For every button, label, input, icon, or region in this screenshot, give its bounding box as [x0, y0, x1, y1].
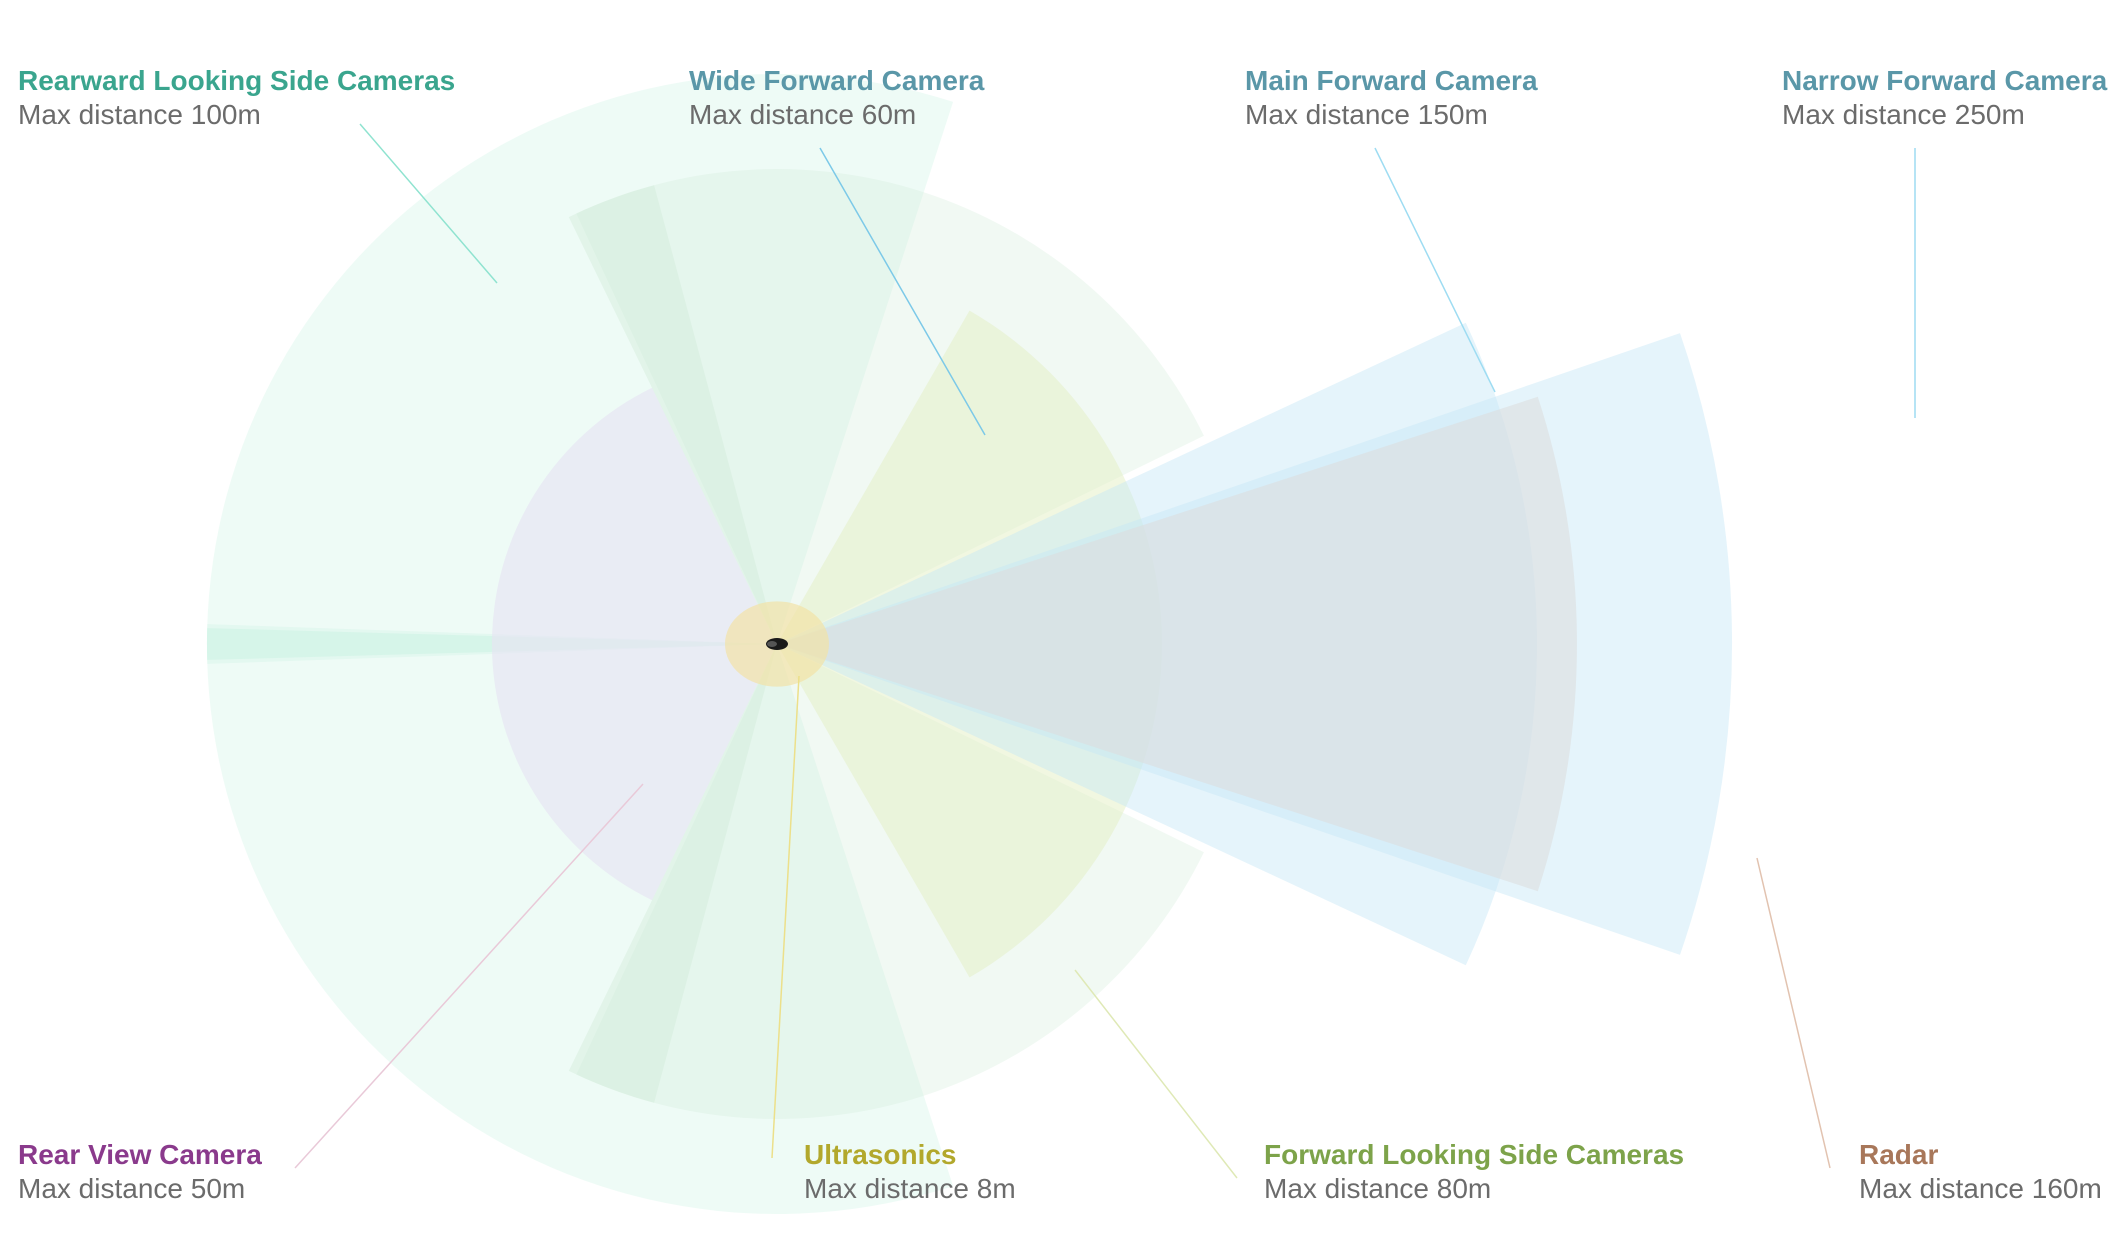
label-main-forward-camera: Main Forward Camera Max distance 150m [1245, 64, 1538, 132]
car-icon [766, 638, 788, 650]
forward-side-overlap-upper [568, 185, 777, 644]
label-narrow-forward-camera: Narrow Forward Camera Max distance 250m [1782, 64, 2107, 132]
label-rearward-side-cameras: Rearward Looking Side Cameras Max distan… [18, 64, 455, 132]
wide-forward-camera-title: Wide Forward Camera [689, 65, 985, 96]
radar-distance: Max distance 160m [1859, 1173, 2102, 1204]
rearward-side-leader [359, 123, 498, 284]
main-forward-camera-title: Main Forward Camera [1245, 65, 1538, 96]
rear-view-camera-zone [491, 387, 777, 901]
wide-forward-camera-distance: Max distance 60m [689, 99, 917, 130]
rearward-side-camera-zone-upper [206, 73, 954, 664]
rear-view-camera-distance: Max distance 50m [18, 1173, 246, 1204]
rear-view-camera-title: Rear View Camera [18, 1139, 262, 1170]
label-ultrasonics: Ultrasonics Max distance 8m [804, 1138, 1016, 1206]
rearward-side-cameras-title: Rearward Looking Side Cameras [18, 65, 456, 96]
ultrasonics-title: Ultrasonics [804, 1139, 957, 1170]
forward-side-camera-zone-upper [576, 169, 1204, 644]
radar-title: Radar [1859, 1139, 1939, 1170]
rearward-side-camera-zone-lower [206, 624, 954, 1215]
forward-side-cameras-title: Forward Looking Side Cameras [1264, 1139, 1685, 1170]
car-roof [767, 641, 777, 647]
rear-view-leader [294, 783, 644, 1169]
radar-leader [1756, 857, 1831, 1169]
leader-lines [294, 123, 1916, 1179]
ultrasonics-leader [771, 675, 800, 1159]
main-forward-leader [1374, 147, 1496, 393]
wide-forward-leader [819, 147, 986, 436]
coverage-zones [206, 73, 1733, 1215]
label-wide-forward-camera: Wide Forward Camera Max distance 60m [689, 64, 984, 132]
forward-side-leader [1074, 969, 1238, 1179]
narrow-forward-camera-distance: Max distance 250m [1782, 99, 2025, 130]
label-rear-view-camera: Rear View Camera Max distance 50m [18, 1138, 262, 1206]
label-forward-side-cameras: Forward Looking Side Cameras Max distanc… [1264, 1138, 1684, 1206]
forward-side-overlap-lower [568, 644, 777, 1103]
forward-side-camera-zone-lower [576, 644, 1204, 1119]
rearward-side-cameras-distance: Max distance 100m [18, 99, 261, 130]
radar-zone [777, 396, 1577, 892]
forward-side-cameras-distance: Max distance 80m [1264, 1173, 1492, 1204]
ultrasonics-distance: Max distance 8m [804, 1173, 1016, 1204]
main-forward-camera-distance: Max distance 150m [1245, 99, 1488, 130]
narrow-forward-camera-title: Narrow Forward Camera [1782, 65, 2108, 96]
label-radar: Radar Max distance 160m [1859, 1138, 2102, 1206]
